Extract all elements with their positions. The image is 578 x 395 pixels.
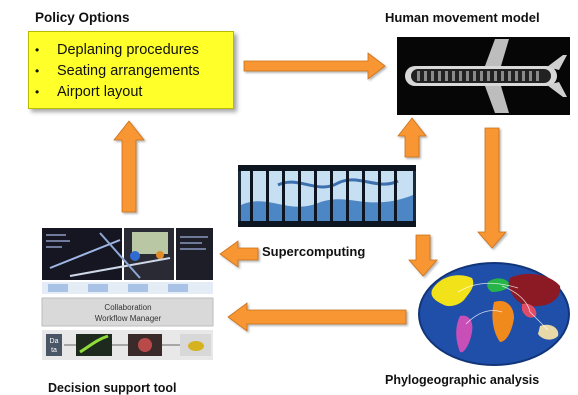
airplane-icon	[397, 37, 570, 115]
policy-option-label: Deplaning procedures	[57, 42, 199, 58]
supercomputer-icon	[238, 165, 416, 227]
policy-options-title: Policy Options	[35, 10, 130, 25]
airplane-model-image	[397, 37, 570, 115]
policy-option-item: • Deplaning procedures	[35, 40, 227, 61]
bullet-icon: •	[35, 85, 40, 99]
arrow-supercomputing-to-human-model	[397, 117, 427, 158]
bullet-icon: •	[35, 64, 40, 78]
policy-option-item: • Airport layout	[35, 82, 227, 103]
decision-support-tool-image: Collaboration Workflow Manager Da ta	[40, 228, 215, 360]
arrow-phylo-to-decision	[227, 302, 407, 332]
arrow-policy-to-human-model	[243, 52, 386, 80]
supercomputing-title: Supercomputing	[262, 244, 366, 259]
decision-support-tool-title: Decision support tool	[48, 381, 177, 395]
phylogeographic-analysis-title: Phylogeographic analysis	[385, 373, 540, 387]
supercomputing-image	[238, 165, 416, 227]
arrow-decision-to-policy	[113, 120, 145, 213]
policy-option-label: Airport layout	[57, 84, 143, 100]
arrow-human-model-to-phylo	[477, 127, 507, 249]
dashboard-icon: Collaboration Workflow Manager Da ta	[40, 228, 215, 360]
bullet-icon: •	[35, 43, 40, 57]
policy-options-box: • Deplaning procedures • Seating arrangeme…	[28, 31, 234, 109]
workflow-manager-label: Workflow Manager	[95, 314, 162, 323]
data-tag-line2: ta	[51, 347, 57, 354]
world-map-icon	[418, 262, 570, 366]
policy-options-list: • Deplaning procedures • Seating arrangeme…	[35, 40, 227, 103]
arrow-supercomputing-to-phylo	[408, 234, 438, 277]
human-movement-model-title: Human movement model	[385, 10, 540, 25]
policy-option-item: • Seating arrangements	[35, 61, 227, 82]
arrow-supercomputing-to-decision	[219, 240, 259, 268]
data-tag-line1: Da	[50, 338, 59, 345]
phylogeographic-world-map-image	[418, 262, 570, 366]
policy-option-label: Seating arrangements	[57, 63, 200, 79]
collaboration-label: Collaboration	[104, 303, 151, 312]
